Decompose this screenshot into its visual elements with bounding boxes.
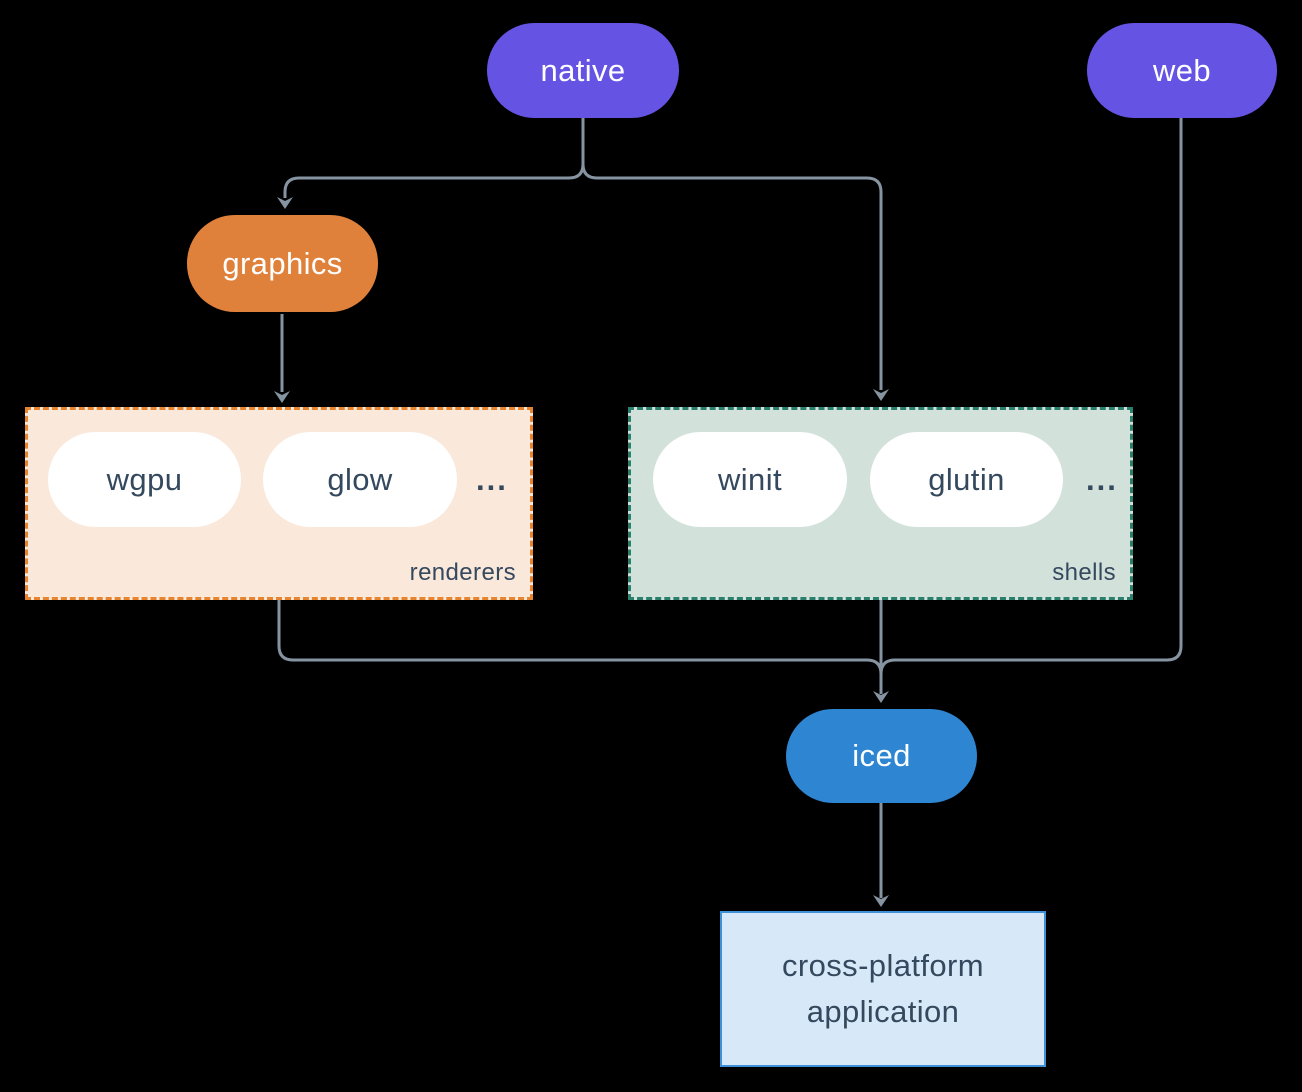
application-label-line2: application [806, 994, 960, 1029]
wgpu-node: wgpu [48, 432, 241, 527]
glow-node-label: glow [327, 461, 393, 497]
wgpu-node-label: wgpu [106, 461, 183, 497]
shells-ellipsis: ... [1086, 461, 1118, 497]
graphics-node-label: graphics [222, 245, 343, 281]
shells-group-label: shells [1052, 559, 1116, 586]
arrowhead-into-renderers [274, 391, 290, 403]
arrowhead-into-iced [873, 691, 889, 703]
arrowhead-into-shells [873, 389, 889, 401]
arrowhead-into-graphics [277, 197, 293, 209]
connector-renderers-to-merge [277, 600, 883, 675]
connector-native-to-shells [581, 163, 883, 390]
renderers-ellipsis: ... [476, 461, 508, 497]
iced-node: iced [786, 709, 977, 803]
application-node: cross-platform application [720, 911, 1046, 1067]
renderers-group-label: renderers [409, 559, 516, 586]
web-node-label: web [1152, 52, 1212, 88]
iced-node-label: iced [852, 738, 911, 773]
native-node: native [487, 23, 679, 118]
glow-node: glow [263, 432, 457, 527]
native-node-label: native [540, 52, 626, 88]
winit-node: winit [653, 432, 847, 527]
renderers-group-box: wgpu glow ... renderers [25, 407, 533, 600]
web-node: web [1087, 23, 1277, 118]
graphics-node: graphics [187, 215, 378, 312]
glutin-node-label: glutin [928, 461, 1005, 497]
glutin-node: glutin [870, 432, 1063, 527]
winit-node-label: winit [717, 461, 782, 497]
arrowhead-into-application [873, 895, 889, 907]
connector-web-to-merge [879, 118, 1183, 675]
shells-group-box: winit glutin ... shells [628, 407, 1133, 600]
application-label-line1: cross-platform [782, 948, 984, 983]
connector-native-to-graphics [283, 118, 585, 198]
